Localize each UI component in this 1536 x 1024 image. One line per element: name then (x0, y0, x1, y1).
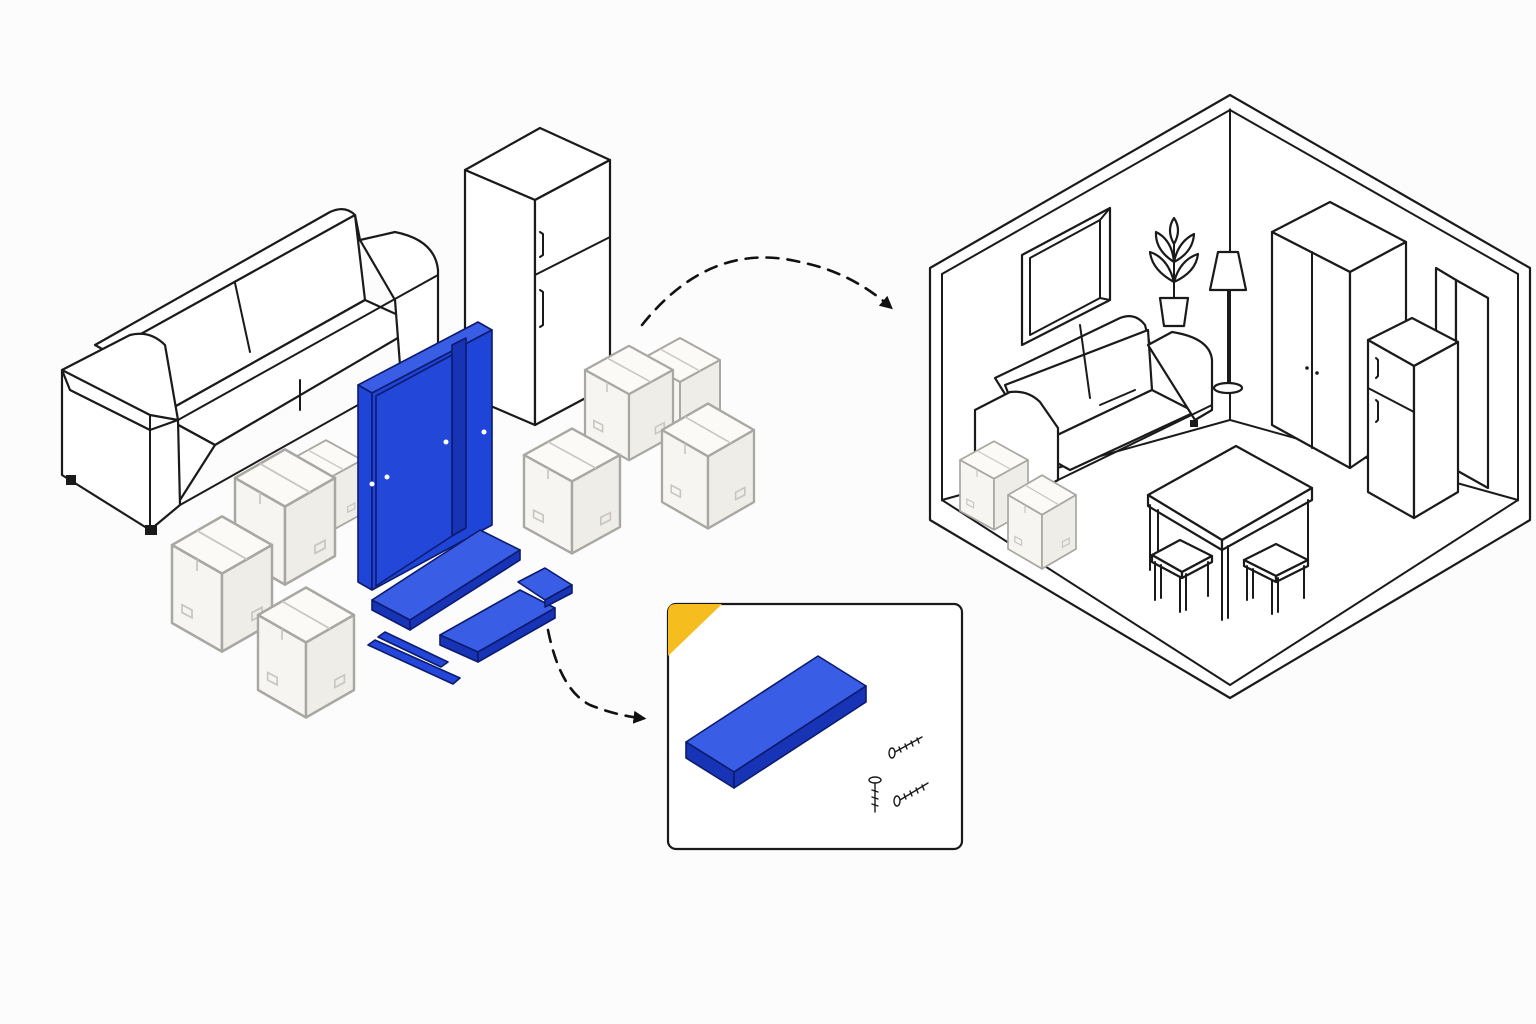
cardboard-boxes-back-left (170, 439, 363, 719)
shelf-panels-blue (371, 529, 573, 663)
arrow-to-callout (546, 628, 647, 724)
stool-left (1150, 538, 1214, 613)
window (1020, 206, 1112, 347)
sofa-right (973, 315, 1214, 492)
refrigerator-right (1366, 316, 1460, 520)
wardrobe-panels-blue (357, 321, 493, 591)
detail-callout (666, 602, 964, 851)
left-items-group (60, 126, 756, 719)
screw-icon (888, 736, 923, 759)
potted-plant (1148, 216, 1200, 328)
stool-right (1242, 542, 1310, 615)
refrigerator-left (463, 126, 612, 427)
corner-tab (668, 604, 722, 656)
screw-icon (868, 776, 882, 813)
sofa-left (60, 208, 440, 535)
floor-lamp (1208, 250, 1248, 395)
dining-table (1146, 444, 1314, 621)
arrow-to-room (640, 256, 893, 327)
rail-bars-blue (367, 631, 461, 685)
screw-icon (893, 782, 929, 807)
furnished-room (928, 93, 1532, 700)
